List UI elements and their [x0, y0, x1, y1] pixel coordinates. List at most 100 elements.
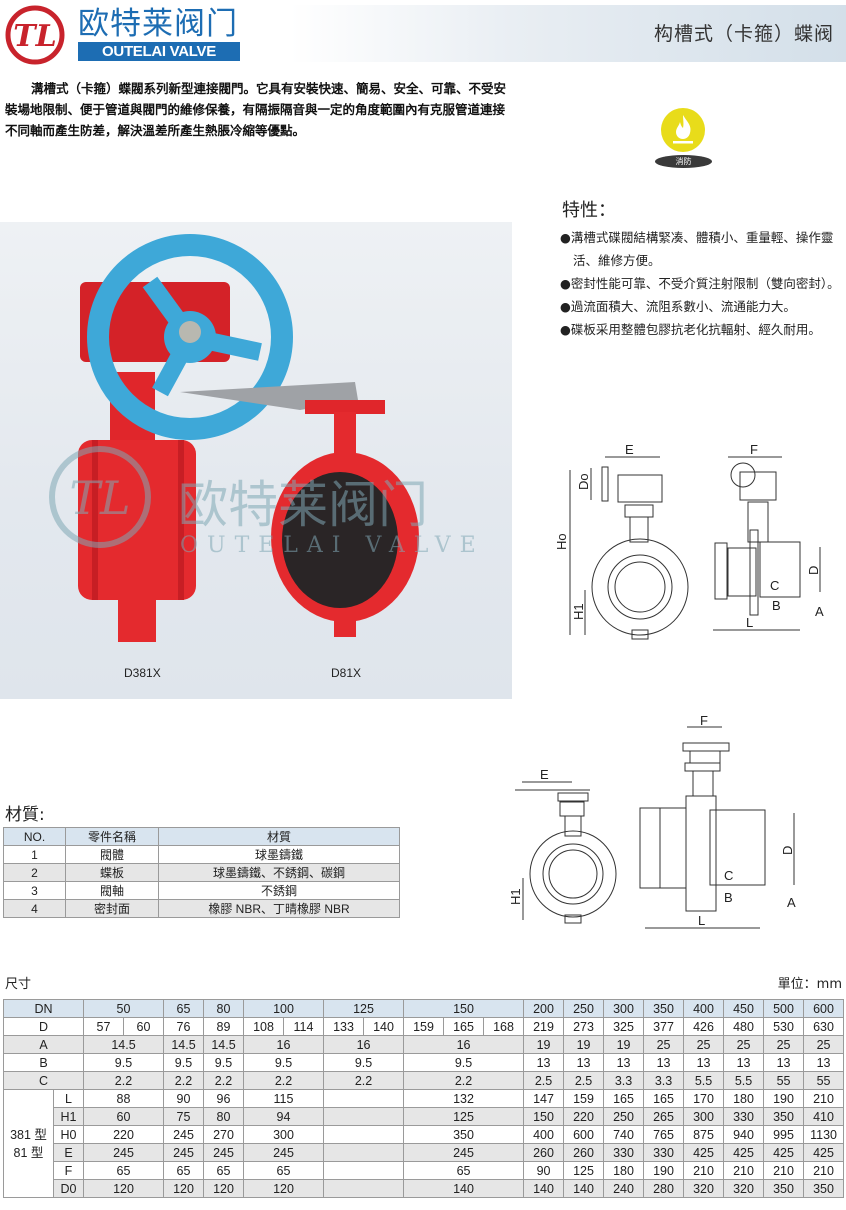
table-cell: 300 — [242, 1125, 325, 1144]
table-cell: 245 — [83, 1143, 164, 1162]
row-header: A — [3, 1035, 84, 1054]
table-cell: 9.5 — [242, 1053, 325, 1072]
table-cell — [323, 1143, 405, 1162]
table-cell: 25 — [803, 1035, 845, 1054]
fire-icon — [661, 108, 705, 152]
table-cell: 密封面 — [65, 899, 159, 918]
row-header: D0 — [53, 1179, 84, 1198]
table-cell: 245 — [163, 1143, 204, 1162]
table-cell: 165 — [603, 1089, 645, 1108]
dimension-diagram-gear: E Ho Do H1 F L D C B A — [554, 442, 824, 640]
table-cell: 210 — [803, 1161, 845, 1180]
svg-text:B: B — [772, 598, 781, 613]
table-cell: 220 — [83, 1125, 164, 1144]
table-cell: 13 — [723, 1053, 765, 1072]
table-cell: 19 — [523, 1035, 565, 1054]
table-cell: 76 — [163, 1017, 204, 1036]
svg-text:B: B — [724, 890, 733, 905]
table-cell: 5.5 — [723, 1071, 765, 1090]
table-cell: 120 — [203, 1179, 244, 1198]
table-cell: 350 — [803, 1179, 845, 1198]
svg-text:欧特莱阀门: 欧特莱阀门 — [178, 476, 428, 534]
table-cell: 995 — [763, 1125, 805, 1144]
table-cell: 9.5 — [403, 1053, 525, 1072]
table-cell: 9.5 — [83, 1053, 164, 1072]
table-cell: 120 — [242, 1179, 325, 1198]
table-cell: 940 — [723, 1125, 765, 1144]
table-cell: 9.5 — [163, 1053, 204, 1072]
svg-text:H1: H1 — [508, 888, 523, 905]
table-cell: 180 — [603, 1161, 645, 1180]
logo-text-cn: 欧特莱阀门 — [78, 6, 238, 42]
intro-paragraph: 溝槽式（卡箍）蝶閥系列新型連接閥門。它具有安裝快速、簡易、安全、可靠、不受安裝場… — [5, 81, 507, 138]
valve-photo-illustration: TL 欧特莱阀门 OUTELAI VALVE — [49, 234, 476, 642]
table-cell: 閥軸 — [65, 881, 159, 900]
intro-text: 溝槽式（卡箍）蝶閥系列新型連接閥門。它具有安裝快速、簡易、安全、可靠、不受安裝場… — [5, 78, 517, 141]
table-cell: 94 — [242, 1107, 325, 1126]
header-band — [290, 5, 846, 62]
table-cell: 65 — [242, 1161, 325, 1180]
table-cell: 2.2 — [242, 1071, 325, 1090]
column-header: NO. — [3, 827, 66, 846]
row-header: H1 — [53, 1107, 84, 1126]
table-cell: 320 — [683, 1179, 725, 1198]
features-list: ●溝槽式碟閥結構緊凑、體積小、重量輕、操作靈活、維修方便。 ●密封性能可靠、不受… — [560, 226, 846, 341]
table-cell: 350 — [763, 1179, 805, 1198]
column-header: 50 — [83, 999, 164, 1018]
table-cell: 13 — [523, 1053, 565, 1072]
column-header: 150 — [403, 999, 525, 1018]
logo-icon: TL — [5, 5, 65, 65]
table-cell: 55 — [763, 1071, 805, 1090]
feature-item: ●過流面積大、流阻系數小、流通能力大。 — [560, 299, 796, 314]
table-cell: 180 — [723, 1089, 765, 1108]
svg-text:A: A — [787, 895, 796, 910]
table-cell: 25 — [763, 1035, 805, 1054]
column-header: 450 — [723, 999, 765, 1018]
table-cell: 245 — [163, 1125, 204, 1144]
table-cell: 閥體 — [65, 845, 159, 864]
svg-text:F: F — [750, 442, 758, 457]
table-cell: 270 — [203, 1125, 244, 1144]
table-cell: 147 — [523, 1089, 565, 1108]
table-cell: 80 — [203, 1107, 244, 1126]
column-header: 600 — [803, 999, 845, 1018]
table-cell: 875 — [683, 1125, 725, 1144]
column-header: 200 — [523, 999, 565, 1018]
table-cell: 3.3 — [603, 1071, 645, 1090]
table-cell: 2.5 — [523, 1071, 565, 1090]
table-cell: 377 — [643, 1017, 685, 1036]
table-cell: 425 — [763, 1143, 805, 1162]
table-cell: 60 — [83, 1107, 164, 1126]
table-cell: 3 — [3, 881, 66, 900]
row-header: B — [3, 1053, 84, 1072]
column-header: 350 — [643, 999, 685, 1018]
table-cell: 350 — [403, 1125, 525, 1144]
table-cell: 410 — [803, 1107, 845, 1126]
table-cell: 425 — [723, 1143, 765, 1162]
dimensions-title: 尺寸 — [5, 977, 32, 992]
column-header: 65 — [163, 999, 204, 1018]
table-cell: 88 — [83, 1089, 164, 1108]
svg-text:E: E — [625, 442, 634, 457]
svg-text:TL: TL — [13, 19, 56, 54]
table-cell: 16 — [323, 1035, 405, 1054]
column-header: 250 — [563, 999, 605, 1018]
svg-text:F: F — [700, 713, 708, 728]
table-cell: 250 — [603, 1107, 645, 1126]
table-cell — [323, 1161, 405, 1180]
table-cell: 16 — [242, 1035, 325, 1054]
table-cell: 245 — [242, 1143, 325, 1162]
svg-text:TL: TL — [69, 471, 130, 525]
table-cell: 14.5 — [163, 1035, 204, 1054]
page-title: 构槽式（卡箍）蝶阀 — [653, 23, 834, 45]
table-cell: 14.5 — [203, 1035, 244, 1054]
table-cell: 13 — [643, 1053, 685, 1072]
table-cell: 133 — [323, 1017, 365, 1036]
table-cell: 13 — [763, 1053, 805, 1072]
table-cell: 165 — [643, 1089, 685, 1108]
table-cell: 9.5 — [203, 1053, 244, 1072]
table-cell: 65 — [163, 1161, 204, 1180]
